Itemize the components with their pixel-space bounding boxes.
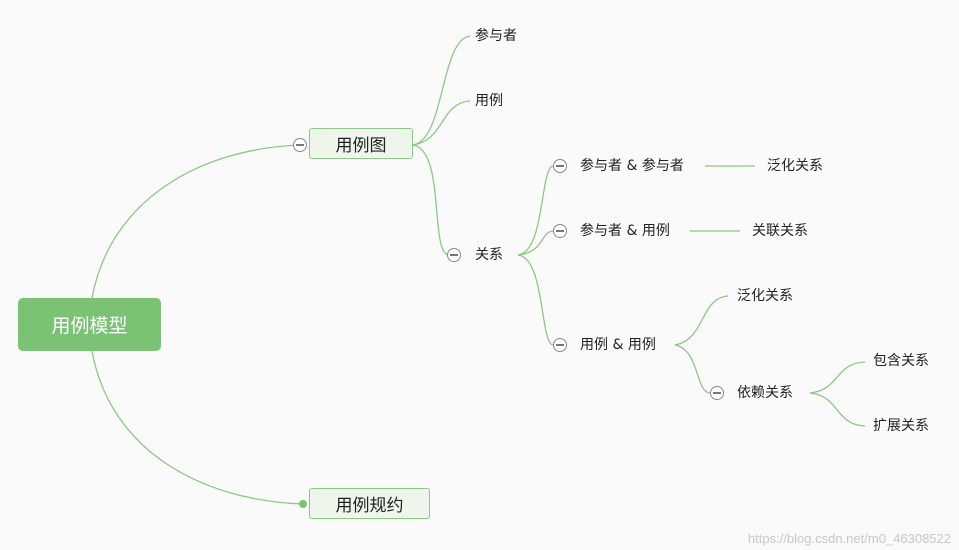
link-uu-dep <box>674 344 711 394</box>
link-diagram-relations <box>412 144 449 256</box>
collapse-actor-actor-icon[interactable] <box>553 159 567 173</box>
link-root-spec <box>91 350 303 505</box>
collapse-relations-icon[interactable] <box>447 248 461 262</box>
collapse-dependency-icon[interactable] <box>710 386 724 400</box>
node-usecase-usecase[interactable]: 用例 & 用例 <box>580 337 656 353</box>
node-extend[interactable]: 扩展关系 <box>873 418 929 434</box>
node-relations[interactable]: 关系 <box>475 247 503 263</box>
node-actor-usecase-association[interactable]: 关联关系 <box>752 223 808 239</box>
collapse-usecase-usecase-icon[interactable] <box>553 338 567 352</box>
collapse-diagram-icon[interactable] <box>293 138 307 152</box>
link-rel-uu <box>517 254 554 346</box>
link-diagram-actor <box>412 35 471 146</box>
node-include[interactable]: 包含关系 <box>873 353 929 369</box>
root-label: 用例模型 <box>51 315 128 337</box>
node-dependency[interactable]: 依赖关系 <box>737 385 793 401</box>
watermark: https://blog.csdn.net/m0_46308522 <box>747 531 951 546</box>
link-rel-au <box>517 230 554 256</box>
node-usecase[interactable]: 用例 <box>475 93 503 109</box>
link-rel-aa <box>517 165 554 256</box>
link-root-diagram <box>91 144 303 299</box>
root-node[interactable]: 用例模型 <box>18 298 161 351</box>
node-actor-actor-generalization[interactable]: 泛化关系 <box>767 158 823 174</box>
branch-dot-icon <box>299 500 307 508</box>
link-dep-include <box>809 361 866 394</box>
node-actor-actor[interactable]: 参与者 & 参与者 <box>580 158 684 174</box>
node-usecase-spec-label: 用例规约 <box>335 496 404 516</box>
node-actor[interactable]: 参与者 <box>475 28 517 44</box>
link-uu-gen <box>674 295 729 346</box>
link-diagram-usecase <box>412 100 471 146</box>
node-usecase-diagram[interactable]: 用例图 <box>309 128 413 159</box>
node-usecase-spec[interactable]: 用例规约 <box>309 488 430 519</box>
node-usecase-diagram-label: 用例图 <box>335 136 387 156</box>
node-usecase-generalization[interactable]: 泛化关系 <box>737 288 793 304</box>
link-dep-extend <box>809 392 866 427</box>
collapse-actor-usecase-icon[interactable] <box>553 224 567 238</box>
node-actor-usecase[interactable]: 参与者 & 用例 <box>580 223 670 239</box>
